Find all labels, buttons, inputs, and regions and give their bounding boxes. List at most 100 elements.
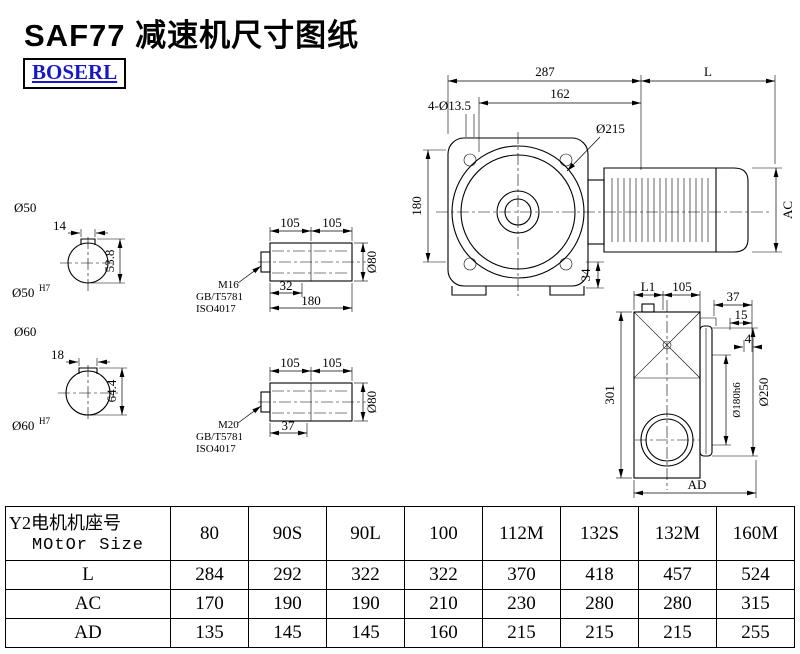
std-iso4017-b: ISO4017	[196, 443, 236, 455]
value-cell: 418	[560, 560, 639, 590]
header-cn: Y2电机机座号	[9, 512, 121, 533]
bore-section-50: Ø50 14 53.8 Ø50 H7	[12, 200, 125, 300]
page-title: SAF77 减速机尺寸图纸	[24, 18, 360, 53]
dim-bolt-holes: 4-Ø13.5	[428, 98, 471, 113]
dim-162: 162	[550, 86, 570, 101]
value-cell: 457	[638, 560, 717, 590]
breather-plug	[641, 303, 655, 313]
dim-15: 15	[735, 307, 748, 322]
dim-key-height-644: 64.4	[104, 379, 119, 402]
value-cell: 315	[716, 589, 795, 619]
value-cell: 190	[326, 589, 405, 619]
dim-d80-bottom: Ø80	[364, 391, 379, 413]
motor-body	[603, 167, 749, 253]
front-view	[436, 132, 770, 296]
value-cell: 322	[404, 560, 483, 590]
value-cell: 284	[170, 560, 249, 590]
flange-circle-inner	[460, 154, 576, 270]
dim-180: 180	[409, 196, 424, 216]
bore-50-tol-sup: H7	[39, 283, 50, 293]
dim-37-side: 37	[727, 289, 741, 304]
dim-105-a: 105	[280, 215, 300, 230]
b5-flange	[699, 325, 713, 457]
value-cell: 145	[248, 618, 327, 648]
dim-105-c: 105	[280, 355, 300, 370]
frame-size-cell: 160M	[716, 506, 795, 561]
bore-50-circle	[67, 242, 109, 284]
frame-size-cell: 90S	[248, 506, 327, 561]
table-row-L: L 284 292 322 322 370 418 457 524	[5, 560, 795, 590]
bolt-hole	[463, 257, 477, 271]
dim-180-shaft: 180	[301, 293, 321, 308]
row-label-cell: AD	[5, 618, 171, 648]
frame-size-cell: 132M	[638, 506, 717, 561]
value-cell: 190	[248, 589, 327, 619]
value-cell: 215	[560, 618, 639, 648]
frame-size-cell: 132S	[560, 506, 639, 561]
shaft-circle	[496, 190, 540, 234]
dimension-table: Y2电机机座号 MOtOr Size 80 90S 90L 100 112M 1…	[5, 506, 795, 648]
keyway-50	[80, 238, 96, 245]
bore-50-tol-label: Ø50	[12, 285, 34, 300]
side-view: 301 L1 105 37 15 4 Ø180h6	[602, 279, 771, 498]
dim-l1: L1	[641, 279, 655, 294]
dim-32: 32	[280, 278, 293, 293]
keyway-60	[78, 367, 98, 374]
std-iso4017: ISO4017	[196, 303, 236, 315]
frame-size-cell: 80	[170, 506, 249, 561]
frame-size-cell: 100	[404, 506, 483, 561]
bore-circle	[504, 198, 532, 226]
bore-section-60: Ø60 18 64.4 Ø60 H7	[12, 324, 127, 433]
shaft-detail-m20: 105 105 M20 GB/T5781 ISO4017 37 Ø80	[196, 355, 379, 455]
value-cell: 255	[716, 618, 795, 648]
value-cell: 170	[170, 589, 249, 619]
value-cell: 135	[170, 618, 249, 648]
dim-d215: Ø215	[596, 121, 625, 136]
end-screw-m16	[260, 251, 271, 273]
dim-105-side: 105	[672, 279, 692, 294]
flange-circle-outer	[451, 145, 585, 279]
technical-drawing: 287 L 162 4-Ø13.5 Ø215 180 34 AC Ø50	[12, 64, 795, 498]
dim-d80-top: Ø80	[364, 251, 379, 273]
side-center-plug	[662, 340, 672, 350]
header-en: MOtOr Size	[31, 535, 145, 555]
value-cell: 280	[560, 589, 639, 619]
bore-60-circle	[65, 370, 111, 416]
dim-l: L	[704, 64, 712, 79]
dim-34: 34	[578, 268, 593, 282]
dim-ac: AC	[780, 201, 795, 219]
table-row-AD: AD 135 145 145 160 215 215 215 255	[5, 618, 795, 648]
end-screw-m20	[260, 391, 271, 413]
bore-60-label: Ø60	[14, 324, 36, 339]
std-gbt5781-b: GB/T5781	[196, 431, 243, 443]
bolt-hole	[559, 153, 573, 167]
motor-cooling-fins	[611, 178, 709, 242]
dim-287: 287	[535, 64, 555, 79]
row-label-cell: AC	[5, 589, 171, 619]
table-header-row: Y2电机机座号 MOtOr Size 80 90S 90L 100 112M 1…	[5, 506, 795, 561]
value-cell: 160	[404, 618, 483, 648]
value-cell: 370	[482, 560, 561, 590]
bolt-hole	[559, 257, 573, 271]
value-cell: 230	[482, 589, 561, 619]
frame-size-cell: 112M	[482, 506, 561, 561]
front-view-dimensions: 287 L 162 4-Ø13.5 Ø215 180 34 AC	[409, 64, 795, 289]
value-cell: 145	[326, 618, 405, 648]
dim-ad: AD	[688, 477, 707, 492]
dim-key-width-18: 18	[51, 347, 64, 362]
table-row-AC: AC 170 190 190 210 230 280 280 315	[5, 589, 795, 619]
std-gbt5781: GB/T5781	[196, 291, 243, 303]
dim-key-width-14: 14	[53, 218, 67, 233]
value-cell: 210	[404, 589, 483, 619]
value-cell: 524	[716, 560, 795, 590]
dim-4: 4	[745, 331, 752, 346]
thread-m16: M16	[218, 279, 239, 291]
value-cell: 215	[638, 618, 717, 648]
dim-key-height-538: 53.8	[102, 250, 117, 273]
dim-105-d: 105	[322, 355, 342, 370]
value-cell: 280	[638, 589, 717, 619]
motor-size-header-cell: Y2电机机座号 MOtOr Size	[5, 506, 171, 561]
value-cell: 322	[326, 560, 405, 590]
value-cell: 292	[248, 560, 327, 590]
